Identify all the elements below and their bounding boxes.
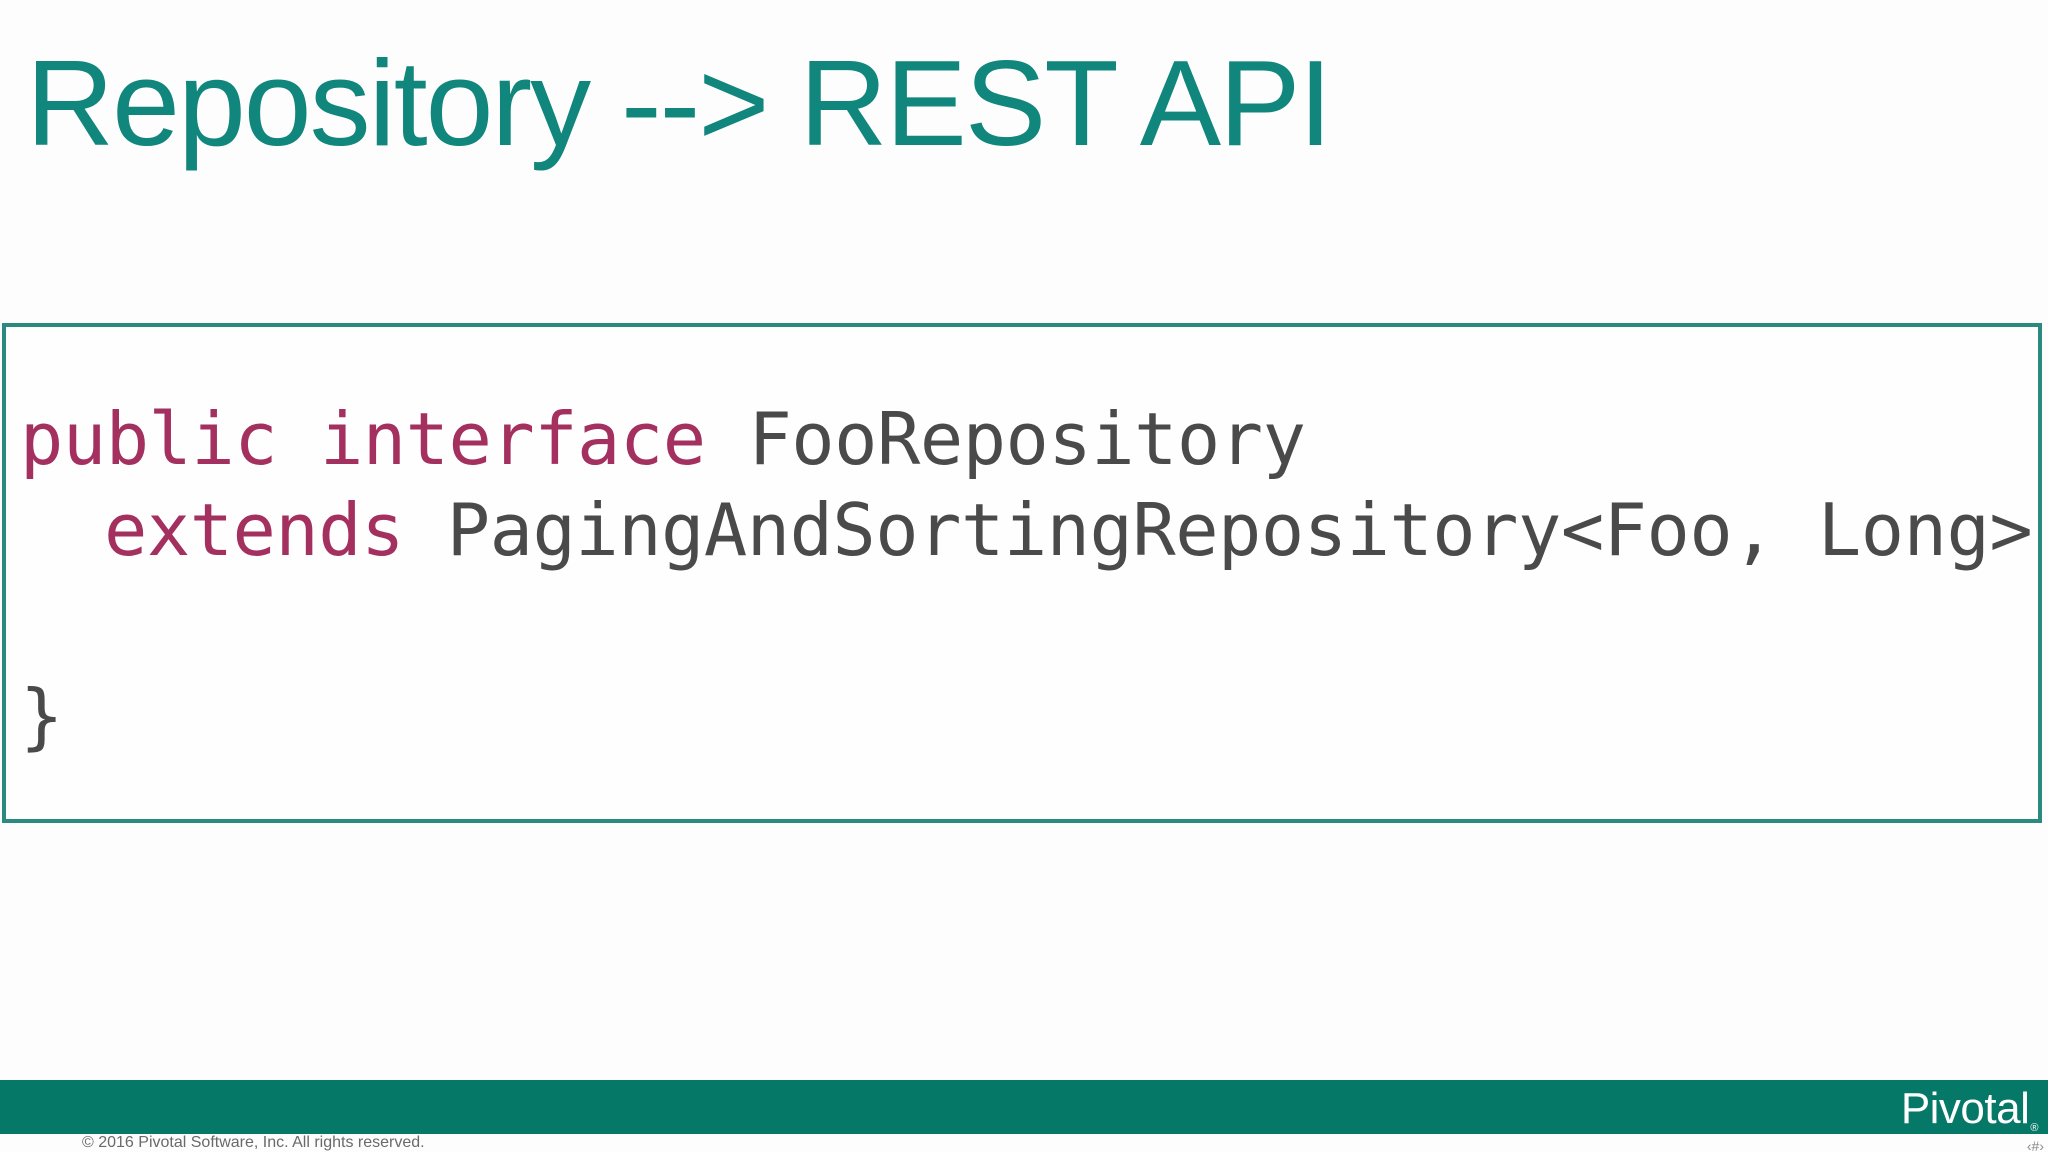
slide-number: ‹#›	[2026, 1138, 2044, 1152]
footer-bar: Pivotal®	[0, 1080, 2048, 1134]
registered-mark: ®	[2030, 1122, 2038, 1134]
copyright-notice: © 2016 Pivotal Software, Inc. All rights…	[82, 1134, 425, 1151]
interface-name: FooRepository	[748, 397, 1306, 481]
keyword-extends: extends	[104, 488, 404, 572]
extends-clause: PagingAndSortingRepository<Foo, Long> {	[446, 488, 2048, 572]
code-line-closing-brace: }	[20, 674, 63, 758]
logo-text: Pivotal	[1900, 1084, 2030, 1133]
keyword-interface: interface	[319, 397, 706, 481]
keyword-public: public	[20, 397, 278, 481]
slide-title: Repository --> REST API	[26, 35, 1332, 171]
pivotal-logo: Pivotal®	[1900, 1084, 2039, 1134]
code-line-2: extends PagingAndSortingRepository<Foo, …	[104, 494, 2048, 566]
code-line-1: public interface FooRepository	[20, 403, 1306, 475]
code-block: public interface FooRepository extends P…	[2, 323, 2042, 823]
